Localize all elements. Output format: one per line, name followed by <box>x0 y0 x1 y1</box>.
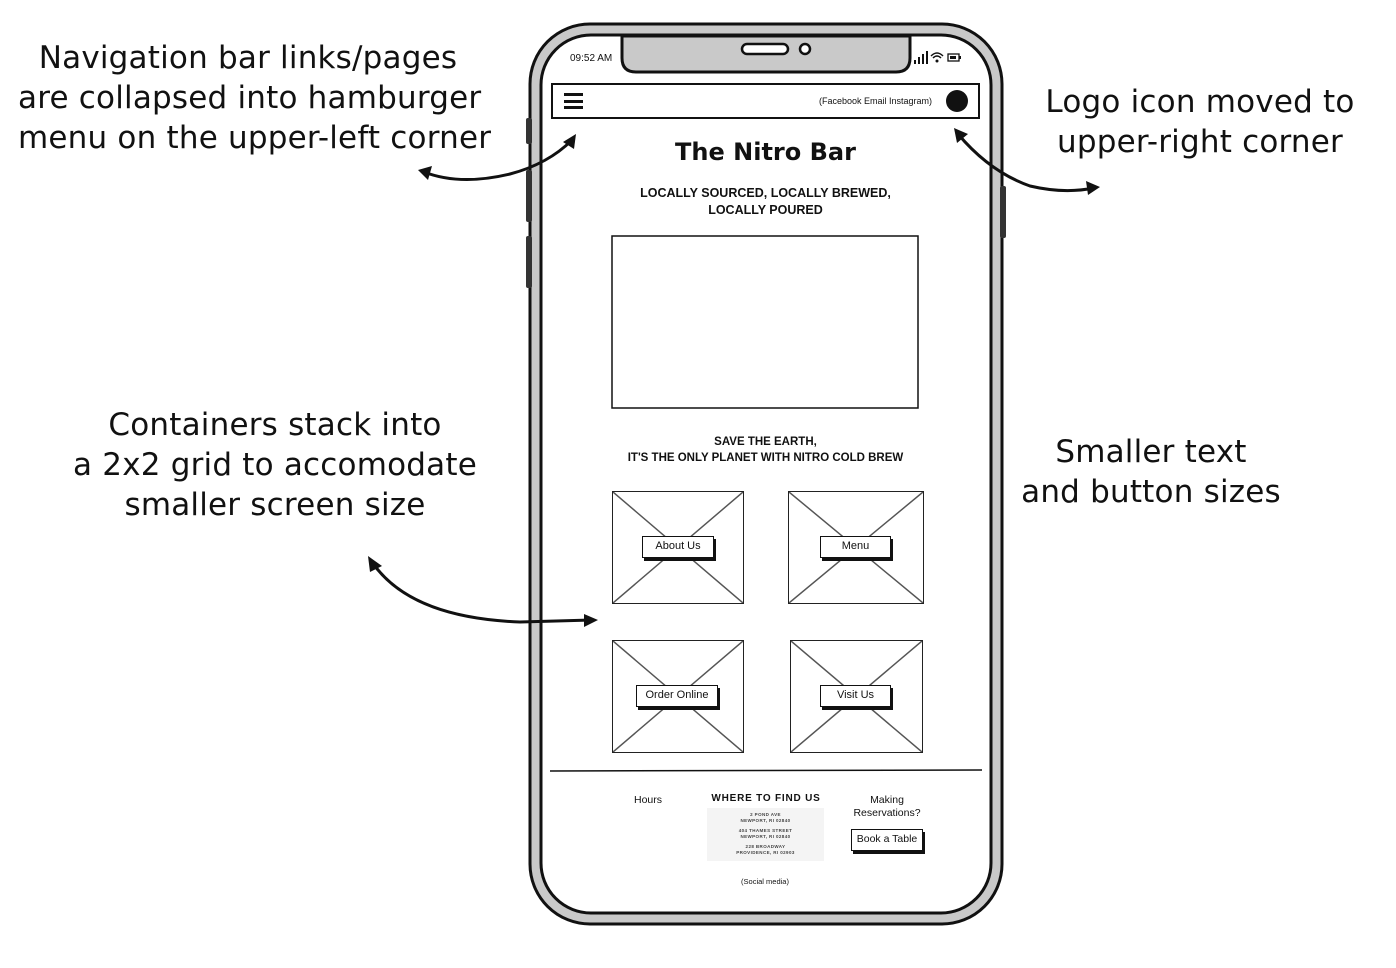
footer-divider <box>549 769 983 772</box>
speaker-icon <box>740 42 790 56</box>
nav-annotation-arrow <box>422 138 574 181</box>
annotation-line: Smaller text <box>1055 434 1247 470</box>
side-button <box>526 118 532 144</box>
camera-icon <box>798 42 812 56</box>
hamburger-icon[interactable] <box>564 93 583 109</box>
grid-annotation-arrow <box>370 560 594 624</box>
book-table-button[interactable]: Book a Table <box>851 829 923 851</box>
battery-icon <box>947 53 961 62</box>
slogan: SAVE THE EARTH, IT'S THE ONLY PLANET WIT… <box>552 434 979 466</box>
slogan-line: SAVE THE EARTH, <box>714 436 817 448</box>
annotation-line: menu on the upper-left corner <box>18 120 492 156</box>
nav-annotation: Navigation bar links/pages are collapsed… <box>18 38 492 158</box>
footer-social[interactable]: (Social media) <box>741 877 789 886</box>
annotation-line: are collapsed into hamburger <box>18 80 482 116</box>
side-button <box>1000 186 1006 238</box>
address-line: NEWPORT, RI 02840 <box>740 817 791 823</box>
social-links[interactable]: (Facebook Email Instagram) <box>818 96 932 106</box>
tagline-line: LOCALLY POURED <box>708 203 823 217</box>
annotation-line: and button sizes <box>1021 474 1281 510</box>
footer-reservations: Making Reservations? <box>842 794 932 820</box>
footer-address-block: 2 POND AVE NEWPORT, RI 02840 404 THAMES … <box>707 808 824 861</box>
nav-bar <box>551 83 980 119</box>
about-us-button[interactable]: About Us <box>642 536 714 558</box>
annotation-line: Navigation bar links/pages <box>38 40 458 76</box>
order-online-button[interactable]: Order Online <box>636 685 718 707</box>
annotation-line: smaller screen size <box>124 487 426 523</box>
visit-us-card <box>790 640 923 753</box>
address-line: PROVIDENCE, RI 02903 <box>736 849 795 855</box>
logo-annotation-arrow <box>956 132 1096 193</box>
annotation-line: Logo icon moved to <box>1045 84 1355 120</box>
reservations-line: Reservations? <box>853 807 921 819</box>
page-title: The Nitro Bar <box>675 138 856 166</box>
logo-annotation: Logo icon moved to upper-right corner <box>1030 82 1370 162</box>
signal-icon <box>914 51 928 64</box>
footer-find-us-title: WHERE TO FIND US <box>711 793 821 804</box>
tagline-line: LOCALLY SOURCED, LOCALLY BREWED, <box>640 186 891 200</box>
annotation-line: upper-right corner <box>1057 124 1343 160</box>
menu-card <box>788 491 924 604</box>
address-line: NEWPORT, RI 02840 <box>740 833 791 839</box>
about-us-card <box>612 491 744 604</box>
reservations-line: Making <box>870 794 904 806</box>
side-button <box>526 236 532 288</box>
annotation-line: Containers stack into <box>108 407 442 443</box>
hero-image-placeholder <box>611 235 919 409</box>
visit-us-button[interactable]: Visit Us <box>820 685 891 707</box>
side-button <box>526 170 532 222</box>
wifi-icon <box>930 52 944 59</box>
tagline: LOCALLY SOURCED, LOCALLY BREWED, LOCALLY… <box>552 185 979 219</box>
logo-icon[interactable] <box>946 90 968 112</box>
text-size-annotation: Smaller text and button sizes <box>1020 432 1282 512</box>
status-time: 09:52 AM <box>570 53 613 64</box>
annotation-line: a 2x2 grid to accomodate <box>73 447 477 483</box>
grid-annotation: Containers stack into a 2x2 grid to acco… <box>70 405 480 525</box>
address-line: 2 POND AVE <box>750 812 781 817</box>
menu-button[interactable]: Menu <box>820 536 891 558</box>
slogan-line: IT'S THE ONLY PLANET WITH NITRO COLD BRE… <box>627 452 904 464</box>
address-line: 228 BROADWAY <box>745 844 786 849</box>
footer-hours: Hours <box>633 794 662 806</box>
phone-screen-border <box>539 33 993 915</box>
address-line: 404 THAMES STREET <box>738 828 793 833</box>
